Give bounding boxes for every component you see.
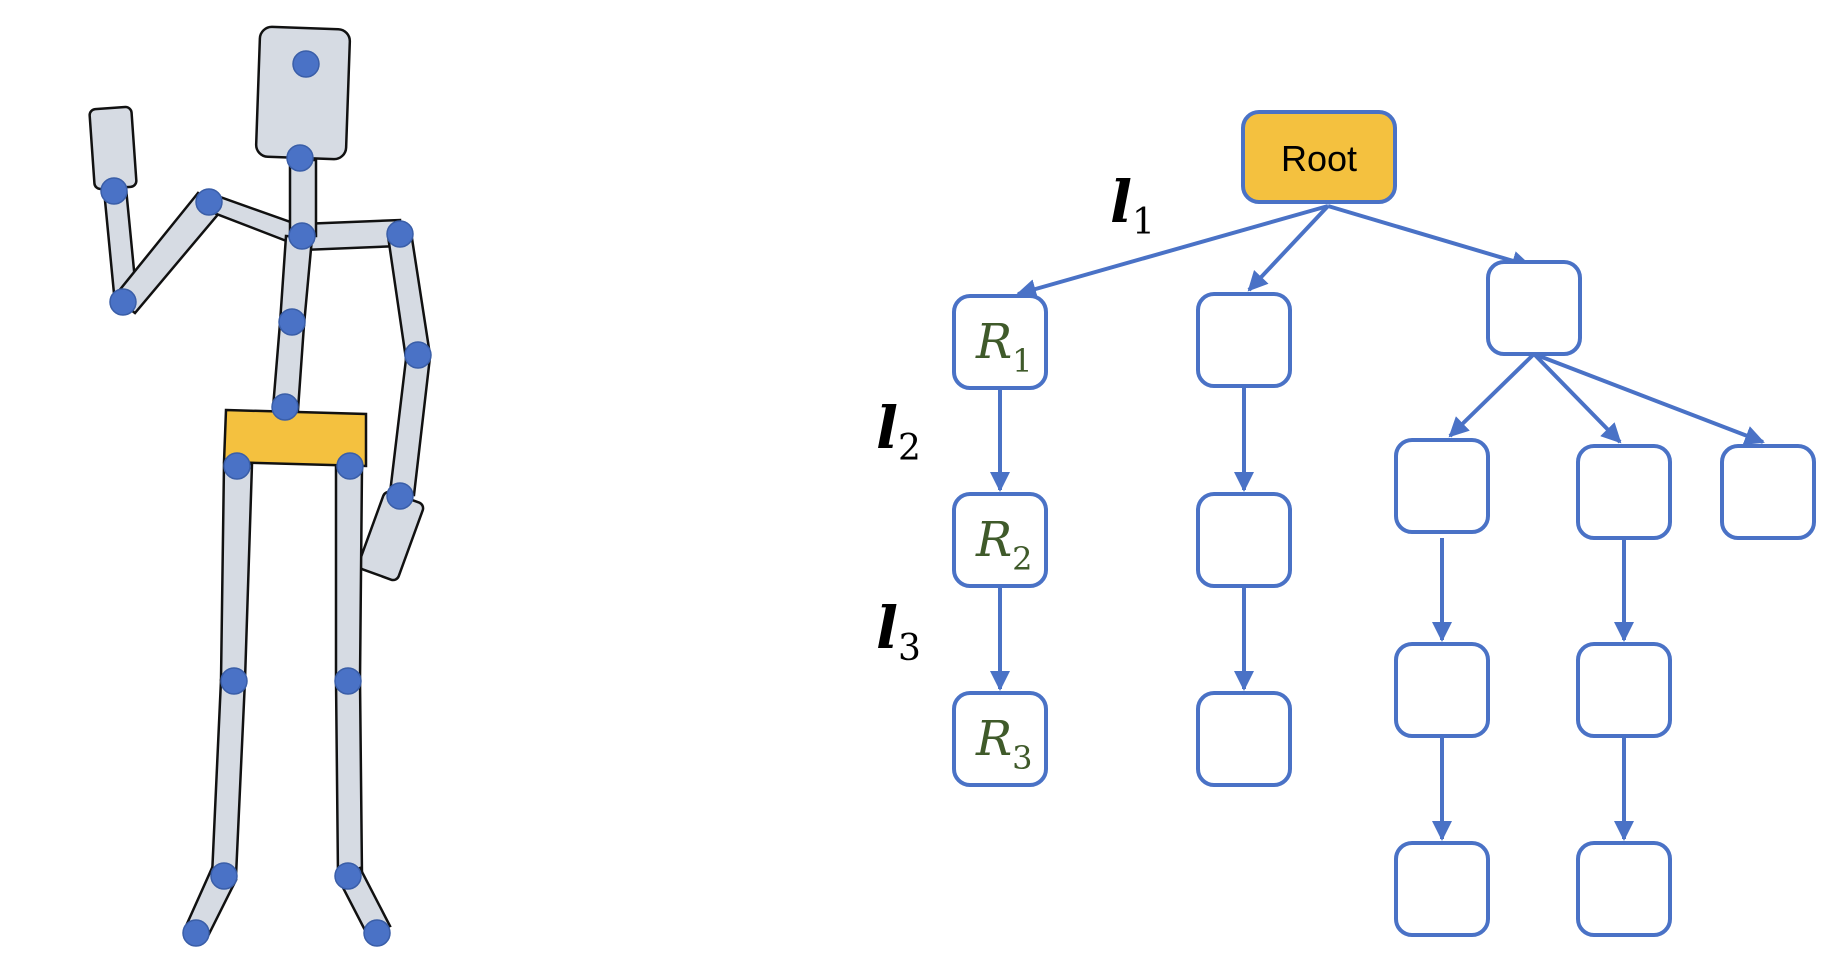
joint-neck [286,144,314,172]
tree-node-r2-label: R2 [975,512,1033,578]
skeleton-left-thigh [219,462,254,682]
skeleton-right-thigh [334,464,364,682]
joint-left-knee [220,667,248,695]
edge-c1-to-c4 [1533,352,1765,445]
tree-node-r3 [952,691,1048,787]
skeleton-pelvis [222,408,368,468]
edge-root-to-r1 [1016,204,1329,299]
joint-head [292,50,320,78]
joint-right-ankle [334,862,362,890]
tree-node-b3 [1196,691,1292,787]
joint-spine-base [271,393,299,421]
edge-c1-to-c2 [1448,352,1536,438]
skeleton-right-shin [334,678,364,878]
tree-node-b1 [1196,292,1292,388]
level-label-l3: l3 [876,594,921,669]
skeleton-left-shin [210,678,247,878]
edge-root-to-b1 [1247,204,1330,292]
tree-node-r2 [952,492,1048,588]
tree-node-c2 [1394,438,1490,534]
tree-node-c5 [1394,642,1490,738]
joint-right-elbow [404,341,432,369]
joint-left-ankle [210,862,238,890]
skeleton-head [254,25,352,161]
tree-node-c7 [1576,642,1672,738]
joint-left-hand [100,177,128,205]
tree-node-b2 [1196,492,1292,588]
joint-right-knee [334,667,362,695]
joint-left-wrist [109,288,137,316]
level-label-l2: l2 [876,394,921,469]
tree-node-r1 [952,294,1048,390]
joint-right-wrist [386,482,414,510]
skeleton-left-hand [88,105,138,191]
tree-node-r3-label: R3 [975,711,1033,777]
level-label-l1: l1 [1110,168,1155,243]
joint-right-toe [363,919,391,947]
joint-chest [288,222,316,250]
tree-node-c3 [1576,444,1672,540]
kinematic-tree: Root R1 R2 R3 l1 l2 l3 [876,110,1816,937]
tree-node-c1 [1486,260,1582,356]
skeleton-figure [88,25,432,947]
joint-spine-mid [278,308,306,336]
joint-left-hip [223,452,251,480]
root-label: Root [1281,138,1357,179]
joint-left-toe [182,919,210,947]
joint-right-shoulder [386,220,414,248]
skeleton-right-forearm [388,355,432,497]
tree-node-r1-label: R1 [975,314,1033,380]
tree-node-c6 [1394,841,1490,937]
edge-c1-to-c3 [1532,352,1622,444]
root-node [1241,110,1397,204]
edge-root-to-c1 [1327,204,1532,271]
joint-right-hip [336,452,364,480]
tree-node-c8 [1576,841,1672,937]
joint-left-elbow [195,188,223,216]
skeleton-right-upper-arm [386,230,432,361]
tree-node-c4 [1720,444,1816,540]
